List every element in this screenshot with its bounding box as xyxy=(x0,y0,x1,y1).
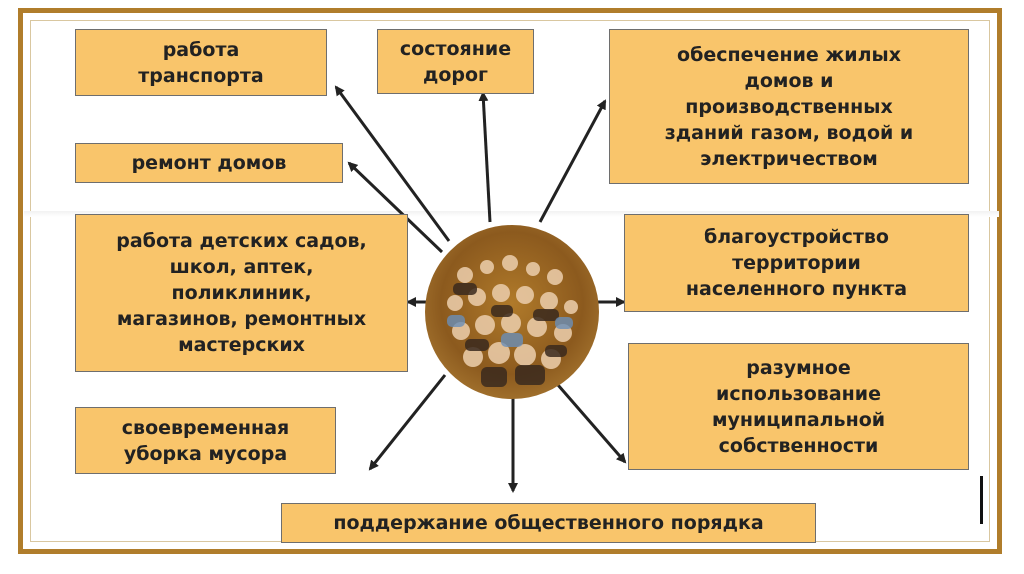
arrow-to-property xyxy=(556,384,627,464)
arrow-to-transport xyxy=(334,85,451,242)
box-property-text: разумное использование муниципальной соб… xyxy=(711,356,886,457)
box-property: разумное использование муниципальной соб… xyxy=(628,343,969,470)
vertical-mark xyxy=(980,476,983,524)
box-landscaping-text: благоустройство территории населенного п… xyxy=(685,226,908,300)
divider-line xyxy=(24,211,999,217)
box-public-order: поддержание общественного порядка xyxy=(281,503,816,543)
box-utilities: обеспечение жилых домов и производственн… xyxy=(609,29,969,184)
arrow-to-garbage xyxy=(368,374,447,471)
box-institutions-text: работа детских садов, школ, аптек, полик… xyxy=(116,230,367,356)
arrow-to-utilities xyxy=(538,99,607,223)
box-transport-text: работа транспорта xyxy=(138,38,264,87)
box-garbage: своевременная уборка мусора xyxy=(75,407,336,474)
box-utilities-text: обеспечение жилых домов и производственн… xyxy=(664,43,914,170)
box-roads-text: состояние дорог xyxy=(399,37,512,86)
box-landscaping: благоустройство территории населенного п… xyxy=(624,214,969,312)
people-crowd-image xyxy=(425,225,599,399)
crowd-illustration xyxy=(447,255,578,387)
box-transport: работа транспорта xyxy=(75,29,327,96)
arrow-to-repair xyxy=(347,161,444,254)
box-institutions: работа детских садов, школ, аптек, полик… xyxy=(75,214,408,372)
box-repair-text: ремонт домов xyxy=(131,152,287,174)
arrow-to-roads xyxy=(478,91,492,223)
box-repair: ремонт домов xyxy=(75,143,343,183)
box-public-order-text: поддержание общественного порядка xyxy=(333,512,764,534)
box-garbage-text: своевременная уборка мусора xyxy=(121,416,290,465)
box-roads: состояние дорог xyxy=(377,29,534,94)
